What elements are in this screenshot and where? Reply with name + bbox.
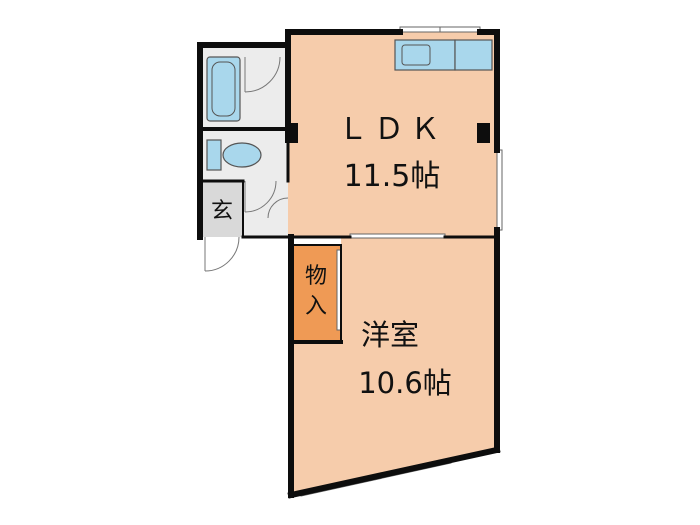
storage-label-top: 物 [305, 264, 327, 289]
western-room-floor [291, 237, 497, 495]
ldk-size: 11.5帖 [344, 159, 441, 194]
ldk-label: ＬＤＫ [338, 112, 446, 147]
western-room-size: 10.6帖 [358, 366, 452, 400]
kitchen-counter-icon [454, 39, 493, 71]
door-swings [204, 56, 289, 272]
entrance-label: 玄 [211, 199, 233, 224]
column-right [477, 123, 490, 143]
entrance-floor [200, 181, 243, 237]
column-left [285, 123, 298, 143]
kitchen-sink-icon [394, 39, 456, 71]
hall-floor [243, 181, 288, 237]
toilet-icon [206, 139, 262, 171]
western-room-label: 洋室 [361, 318, 419, 352]
storage-floor [291, 245, 341, 342]
bathtub-icon [206, 56, 241, 122]
ldk-floor [288, 32, 497, 237]
storage-label-bottom: 入 [305, 294, 327, 319]
